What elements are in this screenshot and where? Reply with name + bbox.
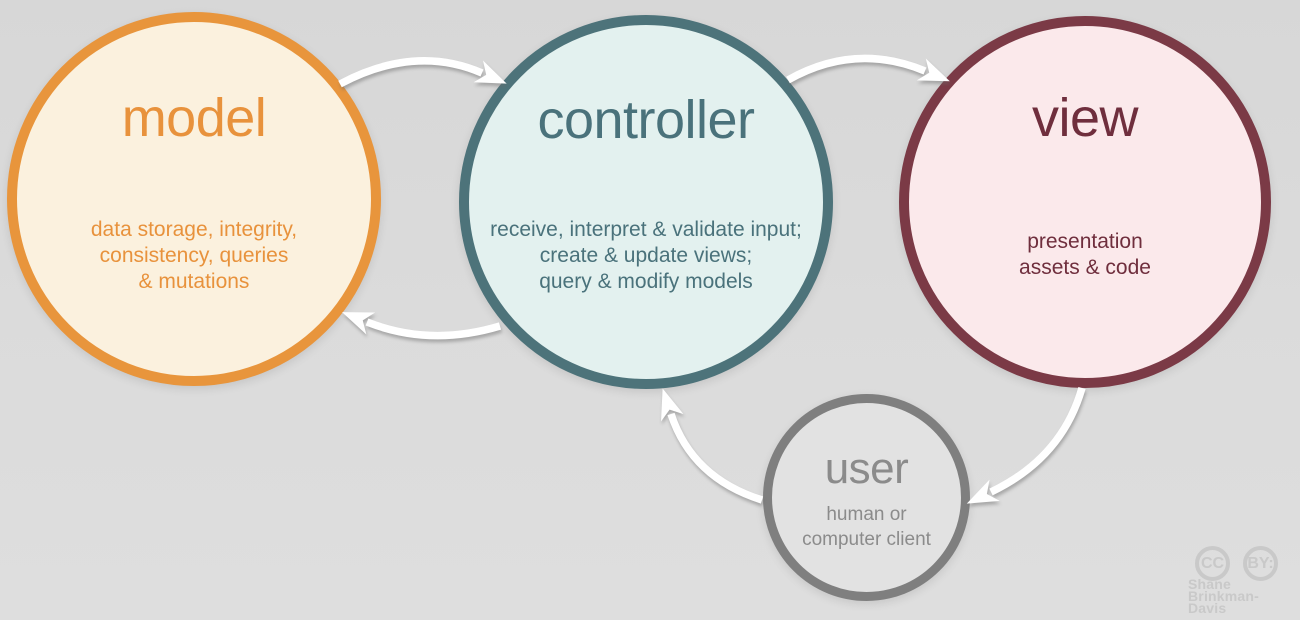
node-model-title: model: [121, 88, 267, 148]
cc-icon: CC: [1195, 546, 1230, 581]
node-view-body: presentation assets & code: [909, 229, 1261, 281]
cc-by-icon: BY:: [1243, 546, 1278, 581]
license-author-line: Brinkman-Davis: [1188, 588, 1260, 616]
arrow-controller-to-view: [786, 54, 950, 84]
license-author-line: Shane: [1188, 576, 1232, 592]
node-controller-body-line: query & modify models: [539, 270, 753, 293]
license-author: Shane Brinkman-Davis: [1188, 576, 1260, 616]
arrow-user-to-controller: [661, 388, 764, 504]
arrow-model-to-controller: [338, 57, 507, 88]
node-user: user human or computer client: [763, 394, 970, 601]
node-view-title: view: [1031, 88, 1139, 148]
node-model-body: data storage, integrity, consistency, qu…: [17, 217, 371, 295]
node-view: view presentation assets & code: [899, 16, 1271, 388]
arrow-controller-to-model: [342, 312, 502, 340]
node-controller-body: receive, interpret & validate input; cre…: [469, 217, 823, 295]
node-controller: controller receive, interpret & validate…: [459, 15, 833, 389]
node-model-body-line: & mutations: [138, 270, 250, 293]
node-user-title: user: [824, 444, 909, 493]
node-model-body-line: consistency, queries: [99, 244, 289, 267]
node-user-body-line: computer client: [802, 529, 931, 550]
node-user-body: human or computer client: [772, 502, 961, 552]
node-model-body-line: data storage, integrity,: [90, 218, 298, 241]
node-view-body-line: presentation: [1027, 230, 1143, 253]
node-controller-body-line: create & update views;: [539, 244, 753, 267]
arrow-view-to-user: [966, 386, 1086, 504]
node-user-body-line: human or: [826, 504, 907, 525]
node-model: model data storage, integrity, consisten…: [7, 12, 381, 386]
node-controller-body-line: receive, interpret & validate input;: [490, 218, 802, 241]
node-view-body-line: assets & code: [1019, 256, 1151, 279]
node-controller-title: controller: [537, 90, 755, 150]
